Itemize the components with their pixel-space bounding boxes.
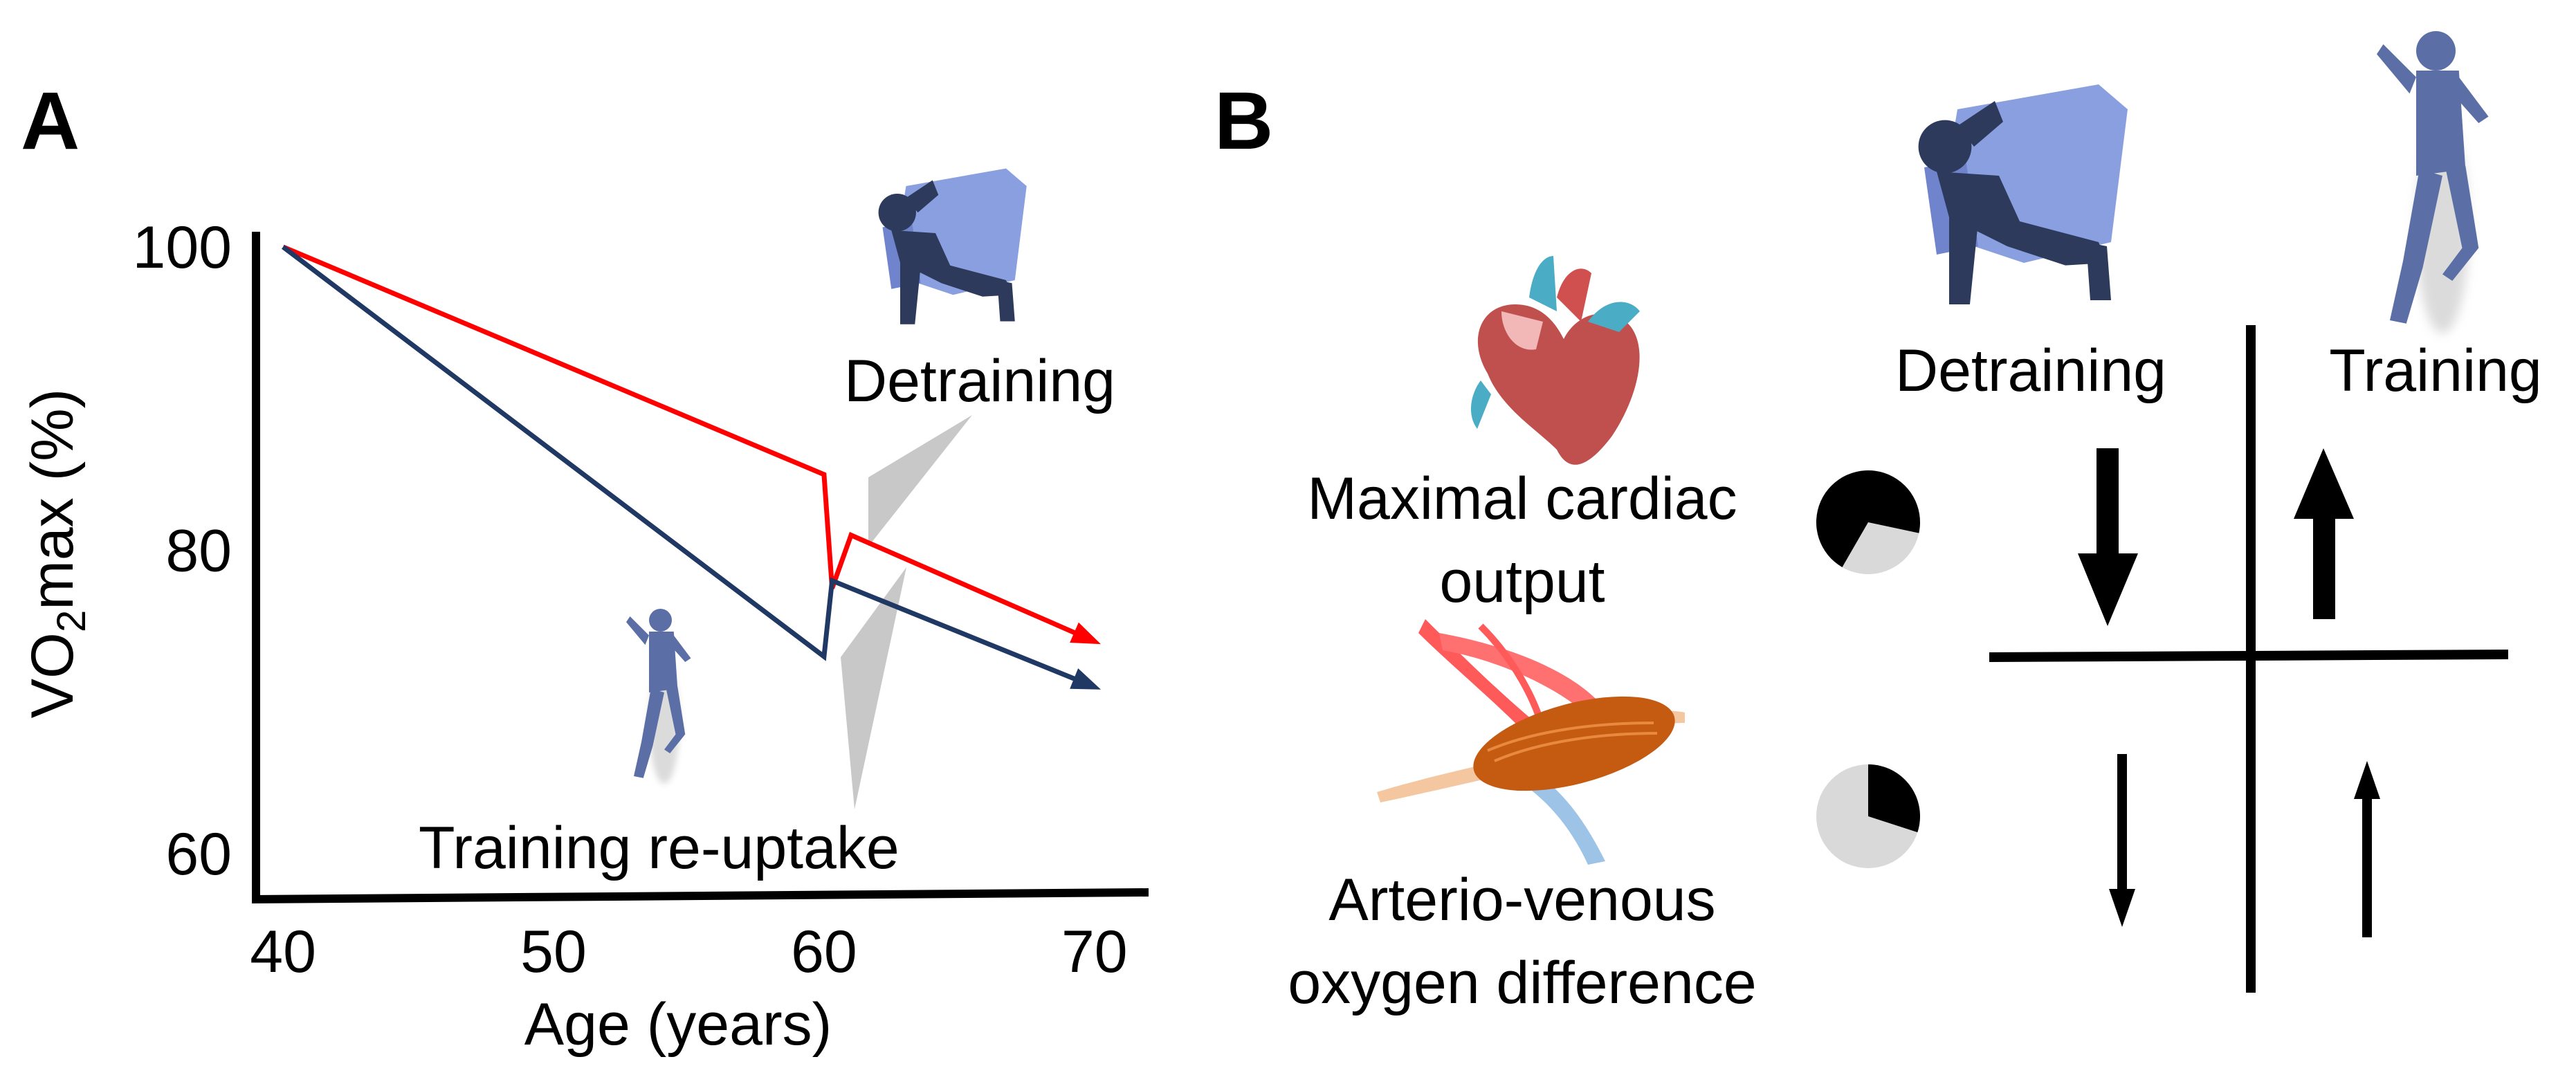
- row1-label-line1: Maximal cardiac: [1307, 466, 1737, 532]
- pie-av-oxygen-difference: [1816, 764, 1920, 868]
- series-arrowhead-2: [1070, 668, 1102, 690]
- panel-a-letter: A: [21, 75, 80, 167]
- x-axis-label: Age (years): [524, 991, 832, 1058]
- x-tick-label: 50: [520, 919, 587, 985]
- row2-label-line2: oxygen difference: [1288, 950, 1756, 1016]
- retraining-callout-wedge: [841, 567, 906, 809]
- row1-label-line2: output: [1439, 549, 1605, 615]
- sitting-person-icon-b: [1918, 84, 2128, 304]
- horizontal-divider: [1989, 650, 2509, 662]
- arrow-down-large-icon: [2078, 448, 2138, 626]
- running-person-icon-b: [2377, 31, 2489, 334]
- x-axis-line: [251, 888, 1149, 903]
- pie-slice: [1816, 470, 1920, 567]
- series-line-1: [282, 244, 1096, 644]
- panel-b-letter: B: [1214, 75, 1273, 167]
- muscle-icon: [1377, 619, 1685, 865]
- y-tick-labels: 60 80 100: [133, 214, 232, 888]
- x-tick-label: 70: [1061, 919, 1128, 985]
- series-line-2: [281, 245, 1096, 690]
- panel-a-axes: [251, 232, 1149, 903]
- x-tick-label: 40: [250, 919, 316, 985]
- x-tick-labels: 40 50 60 70: [250, 919, 1127, 985]
- detraining-label: Detraining: [844, 348, 1115, 414]
- x-tick-label: 60: [791, 919, 857, 985]
- arrow-up-small-icon: [2354, 761, 2380, 937]
- y-tick-label: 80: [165, 518, 232, 585]
- series-lines: [281, 244, 1102, 690]
- arrow-up-large-icon: [2294, 448, 2354, 619]
- heart-icon: [1470, 256, 1640, 465]
- pie-cardiac-output: [1816, 470, 1920, 574]
- detraining-callout-wedge: [868, 415, 972, 546]
- col-header-training: Training: [2329, 338, 2542, 404]
- y-axis-label: VO2max (%): [19, 389, 94, 719]
- y-tick-label: 60: [165, 821, 232, 888]
- arrow-down-small-icon: [2109, 754, 2135, 927]
- col-header-detraining: Detraining: [1895, 338, 2166, 404]
- series-arrowhead-1: [1070, 622, 1101, 645]
- sitting-person-icon: [878, 168, 1027, 324]
- retraining-label: Training re-uptake: [419, 815, 899, 881]
- pie-slice: [1868, 764, 1920, 833]
- row2-label-line1: Arterio-venous: [1328, 867, 1715, 933]
- y-tick-label: 100: [133, 214, 232, 281]
- running-person-icon: [626, 609, 691, 784]
